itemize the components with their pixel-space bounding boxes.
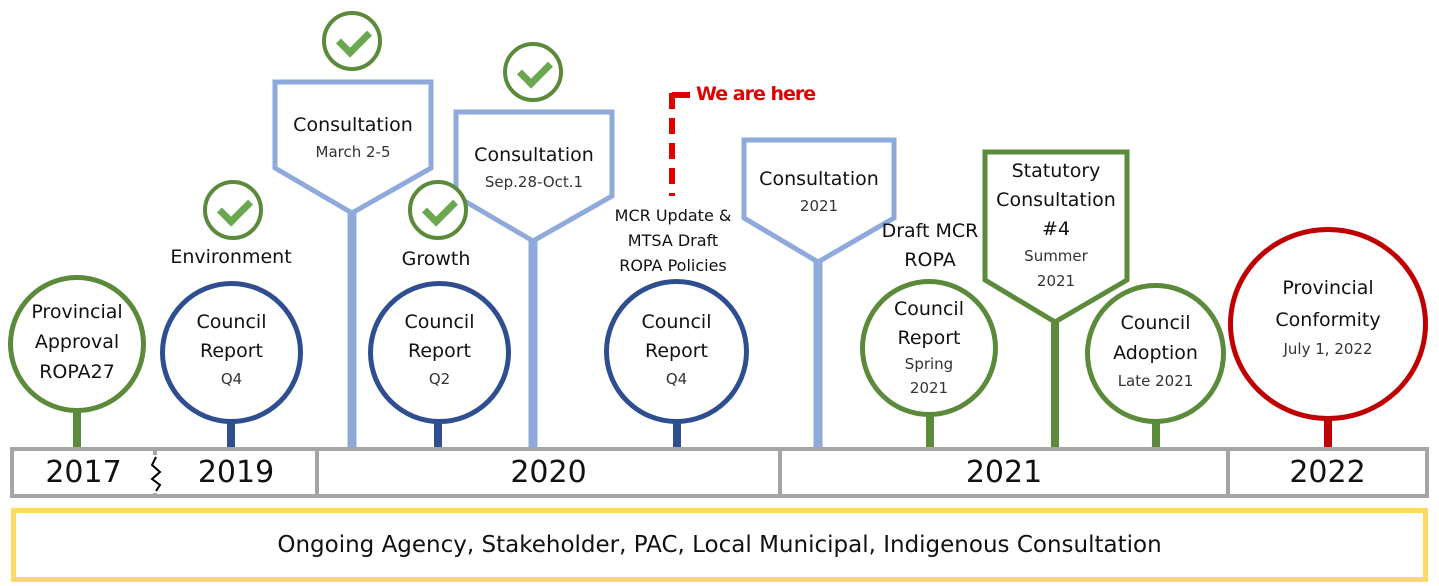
council-2020-q4-line1: Council: [641, 311, 712, 333]
check-icon: [503, 42, 563, 102]
council-adoption-sub: Late 2021: [1117, 372, 1194, 390]
provincial-approval-line3: ROPA27: [39, 361, 115, 383]
draft-mcr-line2: ROPA: [904, 249, 956, 271]
provincial-approval-line2: Approval: [34, 331, 120, 353]
statutory-line3: #4: [1041, 218, 1070, 240]
statutory-consultation-shield: [982, 149, 1130, 325]
council-2020-q4-sub: Q4: [665, 370, 688, 388]
consultation-1-date: March 2-5: [315, 143, 391, 161]
council-2020-q4-line2: Report: [645, 340, 708, 362]
we-are-here-label: We are here: [696, 83, 816, 105]
consultation-1-shield: [272, 79, 434, 216]
year-2021: 2021: [782, 447, 1230, 498]
consultation-2-title: Consultation: [474, 144, 594, 166]
provincial-conformity-sub: July 1, 2022: [1283, 340, 1373, 358]
statutory-sub1: Summer: [1024, 247, 1088, 265]
consultation-3-title: Consultation: [759, 168, 879, 190]
council-adoption-line2: Adoption: [1113, 342, 1198, 364]
consultation-3-shield: [741, 137, 897, 265]
check-icon: [322, 11, 382, 71]
council-2020-q2-line2: Report: [408, 340, 471, 362]
provincial-approval-line1: Provincial: [31, 301, 123, 323]
year-2022: 2022: [1230, 447, 1429, 498]
council-2019-line2: Report: [200, 340, 263, 362]
draft-mcr-line1: Draft MCR: [881, 220, 979, 242]
council-2020-q2-circle: [368, 281, 511, 424]
provincial-approval-circle: [8, 275, 146, 413]
consultation-1-title: Consultation: [293, 114, 413, 136]
provincial-conformity-circle: [1228, 227, 1428, 421]
consultation-2-date: Sep.28-Oct.1: [484, 173, 584, 191]
council-2021-spring-circle: [860, 279, 998, 417]
council-2020-q2-line1: Council: [404, 311, 475, 333]
mcr-update-line2: MTSA Draft: [627, 231, 719, 250]
provincial-conformity-line2: Conformity: [1275, 309, 1381, 331]
statutory-sub2: 2021: [1036, 272, 1076, 290]
consultation-3-date: 2021: [799, 197, 839, 215]
mcr-update-line3: ROPA Policies: [619, 256, 727, 275]
year-2020: 2020: [319, 447, 782, 498]
council-adoption-line1: Council: [1120, 312, 1191, 334]
council-2020-q2-sub: Q2: [428, 370, 451, 388]
growth-label: Growth: [401, 248, 471, 270]
mcr-update-line1: MCR Update &: [614, 206, 732, 225]
provincial-conformity-line1: Provincial: [1282, 277, 1374, 299]
council-2021-spring-sub2: 2021: [909, 379, 949, 397]
council-2020-q4-circle: [604, 279, 749, 424]
check-icon: [203, 180, 263, 240]
council-2021-spring-line1: Council: [894, 298, 964, 320]
year-2019: 2019: [157, 447, 319, 498]
check-icon: [408, 180, 468, 240]
statutory-line2: Consultation: [996, 189, 1116, 211]
council-2021-spring-sub1: Spring: [904, 355, 954, 373]
council-2019-sub: Q4: [220, 370, 243, 388]
ongoing-consultation-bar: Ongoing Agency, Stakeholder, PAC, Local …: [11, 508, 1428, 582]
consultation-2-shield: [453, 109, 615, 244]
council-2019-circle: [160, 281, 303, 424]
council-2021-spring-line2: Report: [897, 327, 961, 349]
environment-label: Environment: [170, 246, 292, 268]
statutory-line1: Statutory: [1011, 160, 1101, 182]
council-adoption-circle: [1085, 283, 1226, 424]
council-2019-line1: Council: [196, 311, 267, 333]
timeline-break-icon: [150, 455, 162, 493]
year-2017: 2017: [10, 447, 157, 498]
ongoing-consultation-text: Ongoing Agency, Stakeholder, PAC, Local …: [277, 532, 1162, 558]
